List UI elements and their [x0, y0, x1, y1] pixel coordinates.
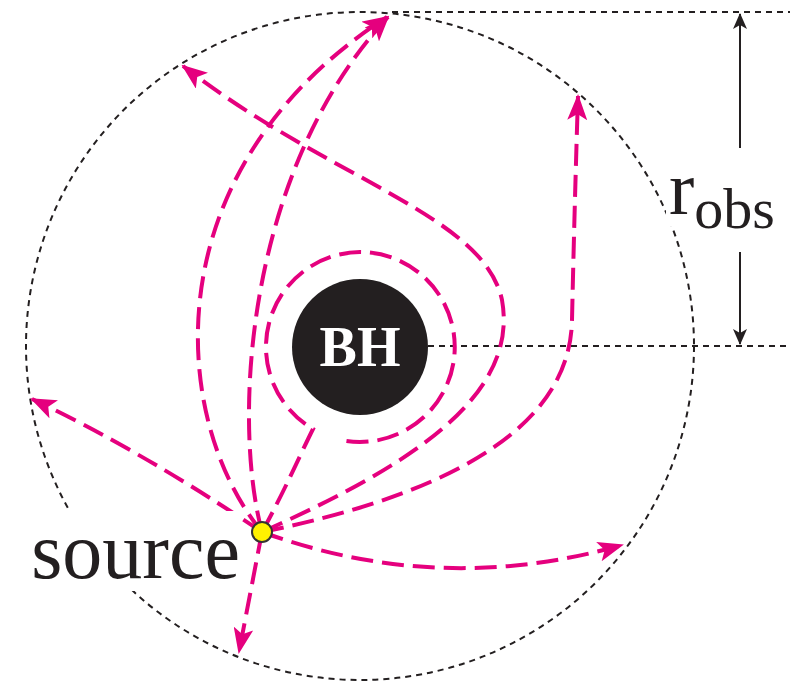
light-ray — [262, 532, 622, 568]
dimension-arrow — [739, 14, 741, 148]
light-ray — [262, 96, 578, 532]
dimension-label: robs — [666, 150, 778, 226]
node-label: source — [29, 511, 242, 591]
radius-subscript: obs — [694, 180, 775, 238]
photon-orbit — [262, 252, 455, 532]
dimension-arrow — [739, 252, 741, 344]
light-ray — [239, 532, 262, 652]
light-ray — [183, 66, 504, 532]
source-point: source — [251, 521, 273, 543]
guide-line — [428, 345, 790, 347]
light-ray — [198, 17, 387, 532]
guide-line — [392, 11, 790, 13]
node-label: BH — [320, 319, 401, 375]
light-ray — [249, 17, 388, 532]
black-hole: BH — [292, 279, 428, 415]
radius-symbol: r — [669, 150, 694, 226]
